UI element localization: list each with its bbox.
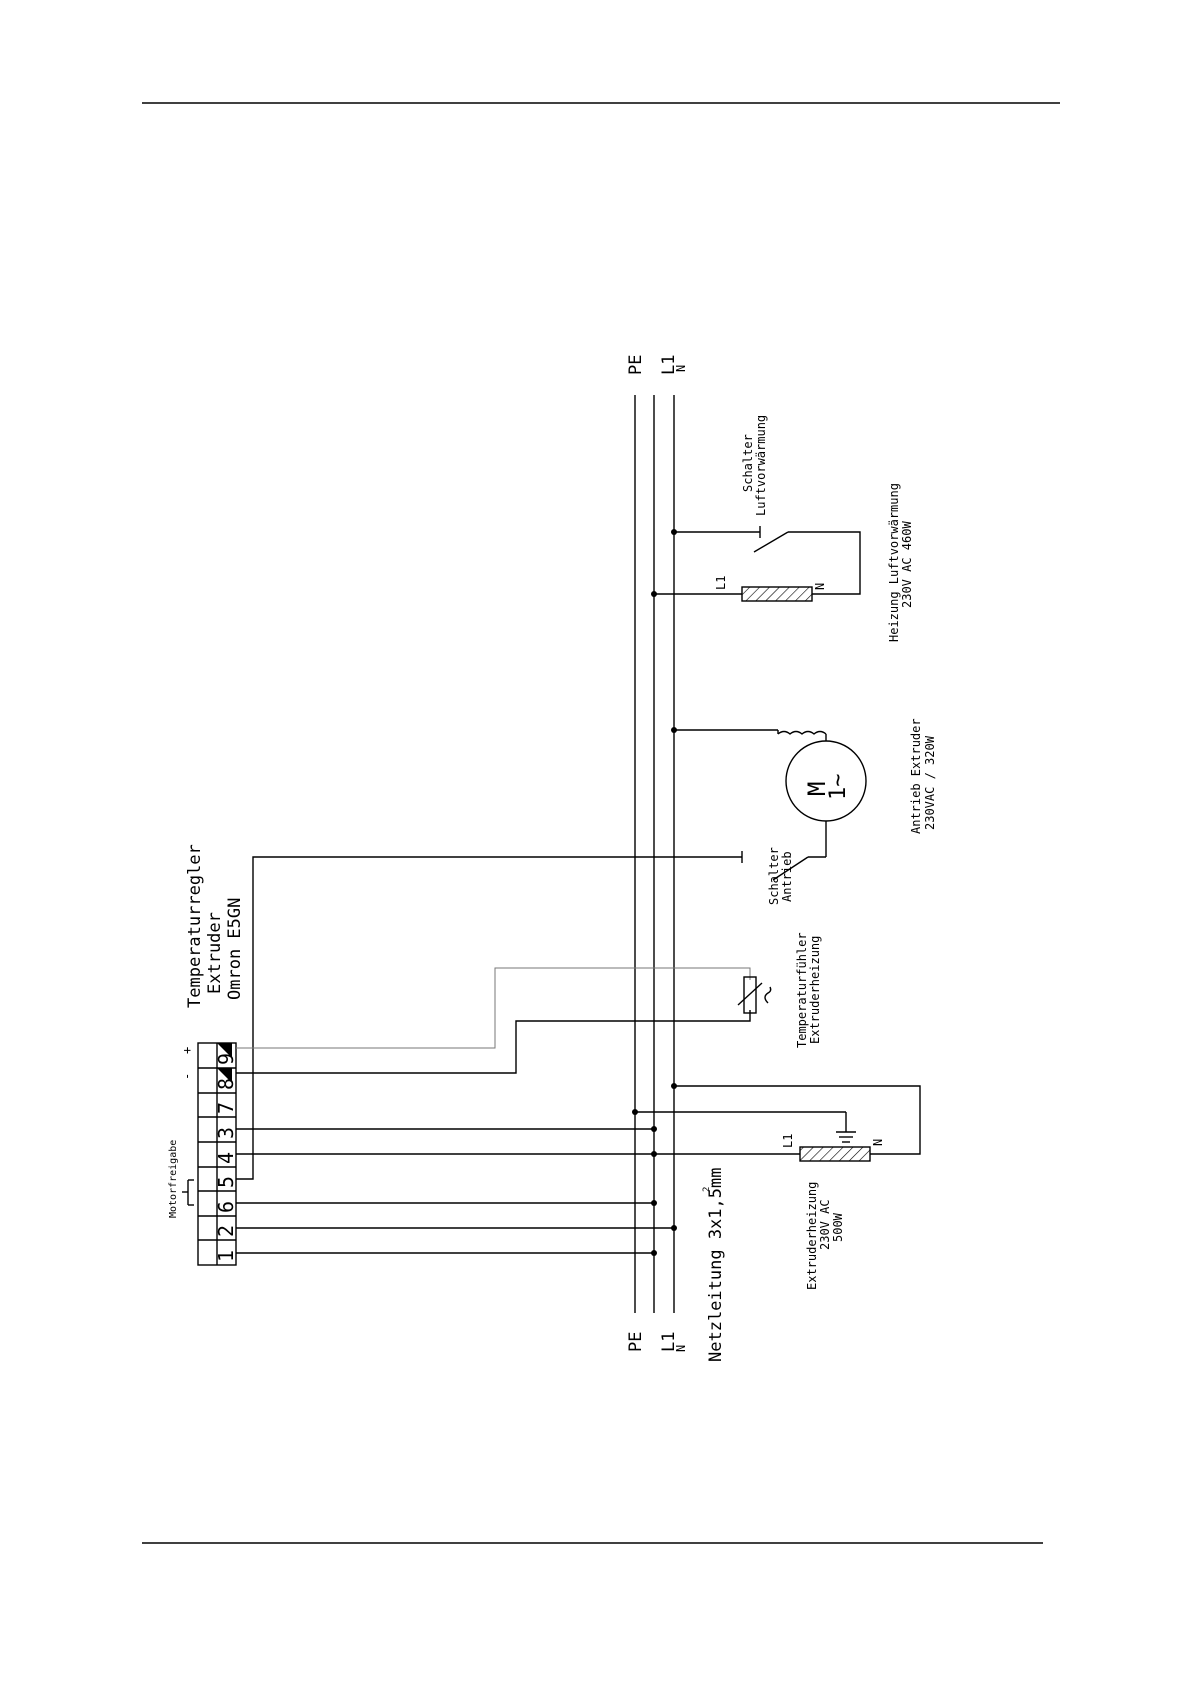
extruderheizung-line-3: 500W	[831, 1212, 845, 1242]
rail-label-n-bottom: N	[674, 1345, 688, 1352]
netzleitung-text: Netzleitung 3x1,5mm	[706, 1168, 726, 1362]
polarity-plus: +	[180, 1047, 194, 1054]
terminal-7: 7	[214, 1102, 238, 1114]
fuehler-line-2: Extruderheizung	[808, 936, 822, 1044]
schalter-antrieb-line-2: Antrieb	[780, 851, 794, 902]
heizung-luft-line-1: Heizung Luftvorwärmung	[887, 483, 901, 642]
terminal-numbers: 1 2 6 5 4 3 7 8 9	[214, 1053, 238, 1262]
rail-labels-bottom: PE L1 N	[626, 1332, 688, 1352]
main-rails	[635, 395, 674, 1313]
terminal-6: 6	[214, 1201, 238, 1213]
terminal-4: 4	[214, 1152, 238, 1164]
regler-line-2: Extruder	[205, 912, 225, 994]
terminal-8: 8	[214, 1078, 238, 1090]
extruderheizung-line-2: 230V AC	[818, 1199, 832, 1250]
extruderheizung-line-1: Extruderheizung	[805, 1182, 819, 1290]
antrieb-line-2: 230VAC / 320W	[923, 735, 937, 830]
schalter-antrieb-label: Schalter Antrieb	[767, 847, 794, 905]
rail-label-pe-top: PE	[626, 355, 646, 375]
motorfreigabe-label: Motorfreigabe	[168, 1140, 179, 1218]
rail-label-n-top: N	[674, 365, 688, 372]
antrieb-line-1: Antrieb Extruder	[909, 718, 923, 834]
terminal-3: 3	[214, 1127, 238, 1139]
heizung-luft-n: N	[813, 583, 827, 590]
fuehler-line-1: Temperaturfühler	[795, 932, 809, 1048]
motor-phase: 1~	[826, 774, 851, 801]
terminal-1: 1	[214, 1250, 238, 1262]
schalter-luft-label: Schalter Luftvorwärmung	[741, 415, 768, 516]
temperaturfuehler-symbol	[738, 977, 771, 1013]
terminal-5: 5	[214, 1176, 238, 1188]
polarity-minus: -	[180, 1073, 194, 1080]
regler-line-3: Omron E5GN	[225, 898, 245, 1000]
netzleitung-sup: 2	[702, 1187, 712, 1192]
extruderheizung-n: N	[871, 1139, 885, 1146]
heizung-luft-l1: L1	[714, 576, 728, 590]
schalter-antrieb-line-1: Schalter	[767, 847, 781, 905]
regler-label: Temperaturregler Extruder Omron E5GN	[185, 844, 245, 1008]
extruderheizung-circuit	[635, 1086, 920, 1161]
regler-line-1: Temperaturregler	[185, 844, 205, 1008]
rail-labels-top: PE L1 N	[626, 355, 688, 375]
terminal-9: 9	[214, 1053, 238, 1065]
luftvorwaermung-circuit	[654, 526, 860, 601]
extruderheizung-label: Extruderheizung 230V AC 500W	[805, 1182, 845, 1290]
extruderheizung-l1: L1	[781, 1134, 795, 1148]
schalter-luft-line-1: Schalter	[741, 434, 755, 492]
terminal-wires	[236, 857, 750, 1253]
antrieb-label: Antrieb Extruder 230VAC / 320W	[909, 718, 937, 834]
motorfreigabe-bracket: Motorfreigabe	[168, 1140, 194, 1218]
heizung-luft-line-2: 230V AC 460W	[900, 521, 914, 608]
heizung-luft-label: Heizung Luftvorwärmung 230V AC 460W	[887, 483, 914, 642]
netzleitung-label: Netzleitung 3x1,5mm 2	[702, 1168, 726, 1362]
rail-label-pe-bottom: PE	[626, 1332, 646, 1352]
temperaturfuehler-label: Temperaturfühler Extruderheizung	[795, 932, 822, 1048]
terminal-2: 2	[214, 1225, 238, 1237]
schalter-luft-line-2: Luftvorwärmung	[754, 415, 768, 516]
